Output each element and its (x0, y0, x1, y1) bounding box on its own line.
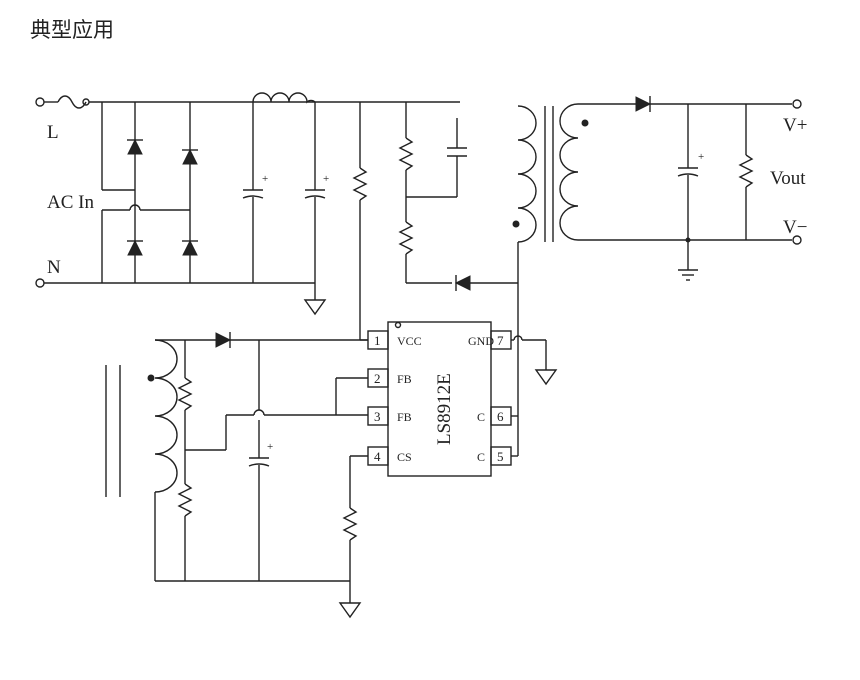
input-filter: + + (242, 92, 329, 316)
pin-number: 4 (374, 449, 381, 464)
junction-dot (685, 237, 691, 243)
polarity-mark: + (323, 173, 329, 185)
load-resistor (738, 154, 754, 188)
pin-number: 1 (374, 333, 381, 348)
rcd-snubber (398, 102, 518, 291)
label-line: L (47, 122, 59, 143)
ic-body (387, 321, 492, 477)
pin-name: VCC (397, 334, 422, 348)
pin-name: C (477, 410, 485, 424)
pin-number: 6 (497, 409, 504, 424)
fb-resistor-top (177, 377, 193, 411)
fb-resistor-bottom (177, 483, 193, 517)
aux-transformer (105, 339, 350, 582)
pin-name: C (477, 450, 485, 464)
output-diode (635, 96, 652, 112)
label-ac-in: AC In (47, 192, 94, 213)
section-heading: 典型应用 (30, 18, 114, 42)
bridge-diode (182, 239, 198, 256)
polarity-mark: + (262, 173, 268, 185)
primary-winding (517, 105, 537, 243)
vcc-bias: + (155, 332, 368, 581)
bridge-diode (127, 138, 143, 155)
aux-diode (215, 332, 232, 348)
wire-crossing (513, 335, 523, 341)
ground-symbol (534, 369, 558, 386)
label-vplus: V+ (783, 115, 807, 136)
startup-resistor (352, 102, 368, 341)
bridge-rectifier (102, 102, 315, 284)
pin-name: GND (468, 334, 494, 348)
label-vout: Vout (770, 168, 806, 189)
terminal-l (35, 97, 45, 107)
pin-name: FB (397, 410, 412, 424)
polarity-dot (581, 119, 589, 127)
polarity-mark: + (267, 441, 273, 453)
fb-divider (177, 340, 368, 581)
pin-number: 5 (497, 449, 504, 464)
fuse-symbol (57, 95, 87, 109)
terminal-vplus (792, 99, 802, 109)
polarity-dot (512, 220, 520, 228)
pin-number: 7 (497, 333, 504, 348)
bridge-diode (127, 239, 143, 256)
ls8912e-ic: LS8912E 1 VCC 2 FB 3 FB 4 CS 7 GND 6 C 5… (367, 321, 558, 477)
ic-part-number: LS8912E (434, 373, 455, 445)
cs-resistor (338, 455, 368, 619)
pin-number: 3 (374, 409, 381, 424)
output-stage: + (578, 96, 802, 281)
pin-name: CS (397, 450, 412, 464)
terminal-vminus (792, 235, 802, 245)
wire-crossing (253, 409, 265, 416)
pin-number: 2 (374, 371, 381, 386)
bridge-diode (182, 148, 198, 165)
pin1-marker (394, 321, 402, 329)
terminal-n (35, 278, 45, 288)
label-vminus: V− (783, 217, 807, 238)
aux-winding (154, 339, 178, 493)
label-neutral: N (47, 257, 61, 278)
pin-box (367, 406, 389, 426)
snubber-diode (454, 275, 471, 291)
ac-input (35, 95, 460, 288)
pin-name: FB (397, 372, 412, 386)
filter-inductor (252, 92, 316, 104)
main-transformer (512, 103, 589, 456)
secondary-winding (559, 103, 579, 241)
polarity-mark: + (698, 151, 704, 163)
polarity-dot (147, 374, 155, 382)
ground-symbol (338, 602, 362, 619)
ground-symbol (303, 299, 327, 316)
